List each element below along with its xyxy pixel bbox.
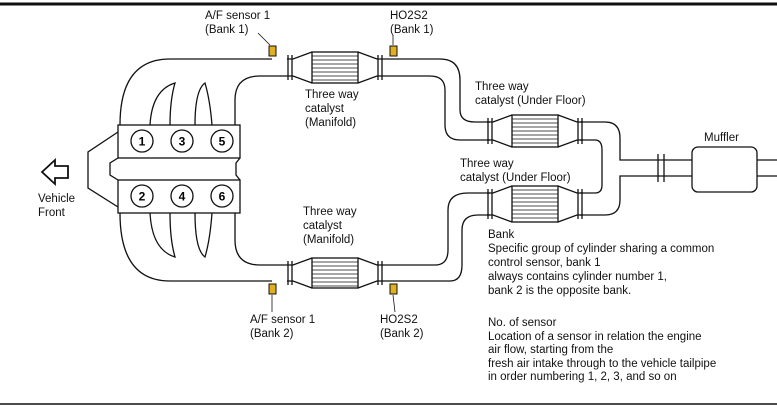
catalyst-underfloor-bank1	[487, 114, 583, 148]
cylinder-2: 2	[130, 184, 154, 208]
catalyst-underfloor-bank2	[487, 185, 583, 223]
svg-text:1: 1	[139, 135, 146, 149]
bank2-head	[117, 179, 241, 214]
bank2-outer-pipe	[119, 212, 272, 282]
ho2s2-bank2-icon	[389, 283, 398, 295]
cylinder-4: 4	[170, 184, 194, 208]
af-sensor-bank2-icon	[268, 283, 277, 295]
flange	[657, 154, 665, 182]
cylinder-5: 5	[210, 129, 234, 153]
muffler	[691, 146, 758, 193]
bank1-outer-pipe	[119, 58, 272, 126]
bank2-inner-pipe	[234, 213, 287, 266]
ho2s2-bank2-label: HO2S2(Bank 2)	[380, 314, 424, 340]
catalyst-manifold-bank2	[287, 257, 383, 289]
af-sensor-bank1-label: A/F sensor 1(Bank 1)	[205, 10, 271, 36]
catalysts	[287, 51, 583, 289]
engine-block	[87, 124, 241, 214]
catalyst-manifold-bank1	[287, 51, 383, 84]
cylinder-1: 1	[130, 129, 154, 153]
svg-text:6: 6	[219, 190, 226, 204]
cylinder-3: 3	[170, 129, 194, 153]
af-sensor-bank2-label: A/F sensor 1(Bank 2)	[250, 314, 316, 340]
svg-text:5: 5	[219, 135, 226, 149]
svg-text:4: 4	[179, 190, 186, 204]
ho2s2-bank1-label: HO2S2(Bank 1)	[390, 10, 434, 36]
bank1-head	[117, 124, 241, 159]
cylinder-6: 6	[210, 184, 234, 208]
vehicle-front-arrow-icon	[40, 157, 69, 187]
svg-text:2: 2	[139, 190, 146, 204]
bank1-inner-pipe	[234, 75, 287, 125]
cylinders: 1 3 5 2 4 6	[130, 129, 234, 208]
muffler-label: Muffler	[704, 132, 739, 144]
svg-text:3: 3	[179, 135, 186, 149]
ho2s2-bank1-icon	[389, 45, 398, 57]
af-sensor-bank1-icon	[268, 45, 277, 57]
